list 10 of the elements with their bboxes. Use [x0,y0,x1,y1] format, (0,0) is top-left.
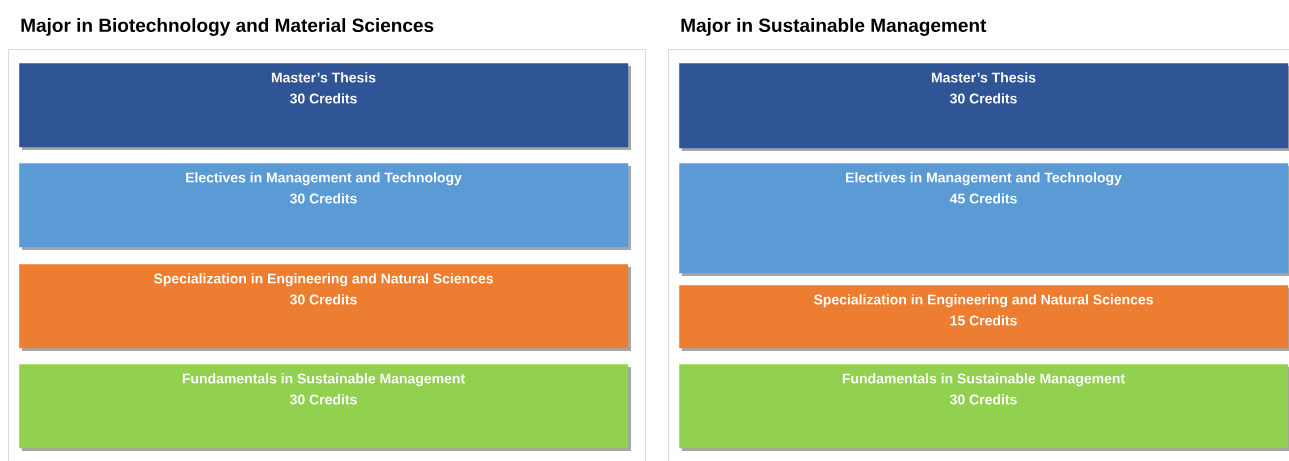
panel-heading: Major in Biotechnology and Material Sciences [21,18,434,36]
credit-bar: Electives in Management and Technology 45 Credits [679,163,1289,276]
panel-heading: Major in Sustainable Management [681,18,987,36]
credit-bar: Master’s Thesis 30 Credits [19,63,631,150]
credit-bar: Specialization in Engineering and Natural Sciences 15 Credits [679,285,1289,351]
credit-bar: Specialization in Engineering and Natural Sciences 30 Credits [19,264,631,351]
credit-bar: Master’s Thesis 30 Credits [679,63,1289,151]
credit-bar: Electives in Management and Technology 30 Credits [19,163,631,250]
credit-bar: Fundamentals in Sustainable Management 30 Credits [679,364,1289,451]
credit-bar: Fundamentals in Sustainable Management 30 Credits [19,364,631,451]
